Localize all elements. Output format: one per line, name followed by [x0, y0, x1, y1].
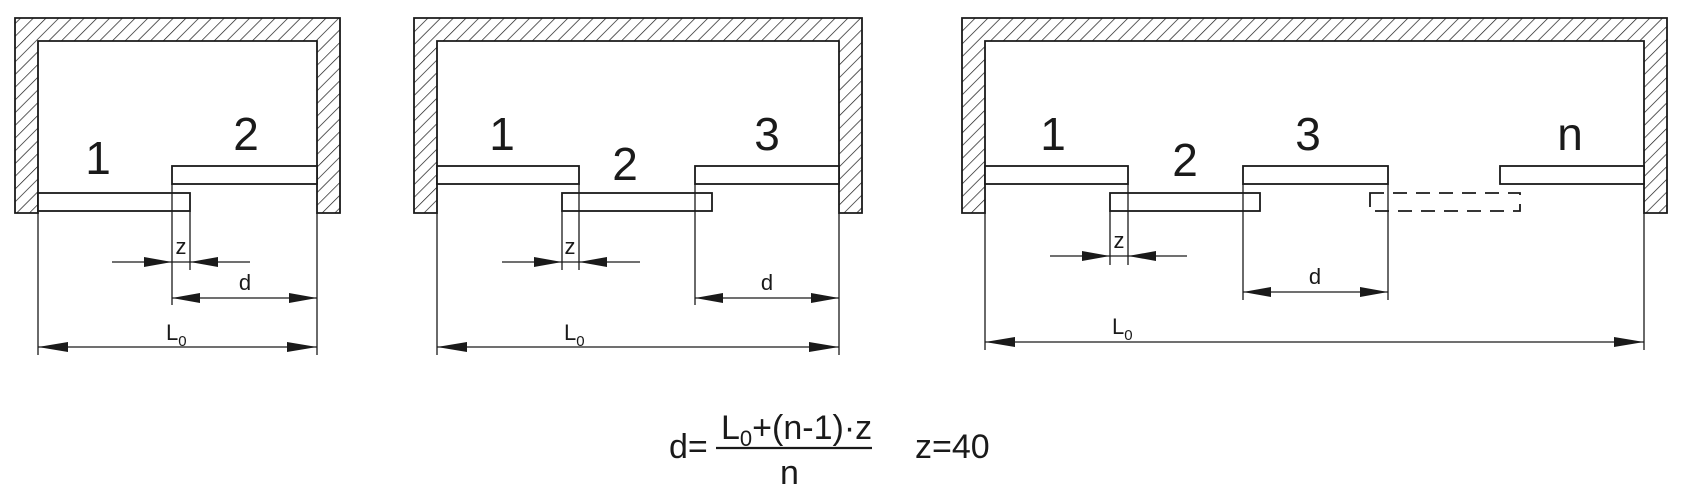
panel-label-3: 3 — [1295, 108, 1321, 160]
dim-L0-label: L0 — [1112, 314, 1133, 344]
dim-d-label: d — [239, 270, 251, 295]
panel-label-3: 3 — [754, 108, 780, 160]
diagram-two-panels: 1 2 z d L0 — [14, 17, 341, 355]
panel-label-1: 1 — [85, 132, 111, 184]
formula-numerator: L0+(n-1)·z — [721, 409, 872, 451]
dim-z-label: z — [176, 234, 187, 259]
panel-label-2: 2 — [1172, 134, 1198, 186]
door-panel-n — [1499, 165, 1645, 185]
door-panel-3 — [1242, 165, 1389, 185]
formula-constant: z=40 — [915, 428, 990, 466]
frame-wall — [961, 17, 1668, 214]
door-panel-3 — [694, 165, 840, 185]
door-panel-1 — [436, 165, 580, 185]
door-panel-1 — [984, 165, 1129, 185]
panel-label-n: n — [1557, 108, 1583, 160]
dim-d-label: d — [761, 270, 773, 295]
door-panel-2 — [1109, 192, 1261, 212]
dim-L0-label: L0 — [564, 320, 585, 350]
door-panel-2 — [171, 165, 318, 185]
panel-label-2: 2 — [233, 108, 259, 160]
dim-z-label: z — [565, 234, 576, 259]
diagram-three-panels: 1 2 3 z d L0 — [413, 17, 863, 355]
diagram-n-panels: 1 2 3 n z d L0 — [961, 17, 1668, 350]
frame-wall — [413, 17, 863, 214]
door-panel-2 — [561, 192, 713, 212]
dim-d-label: d — [1309, 264, 1321, 289]
door-panel-1 — [37, 192, 191, 212]
dim-z-label: z — [1114, 228, 1125, 253]
door-panel-intermediate — [1369, 192, 1521, 212]
dim-L0-label: L0 — [166, 320, 187, 350]
panel-label-2: 2 — [612, 138, 638, 190]
formula-denominator: n — [780, 454, 799, 491]
formula-lhs: d= — [669, 428, 708, 466]
panel-label-1: 1 — [489, 108, 515, 160]
frame-wall — [14, 17, 341, 214]
formula: d= L0+(n-1)·z n z=40 — [669, 409, 990, 491]
panel-label-1: 1 — [1040, 108, 1066, 160]
